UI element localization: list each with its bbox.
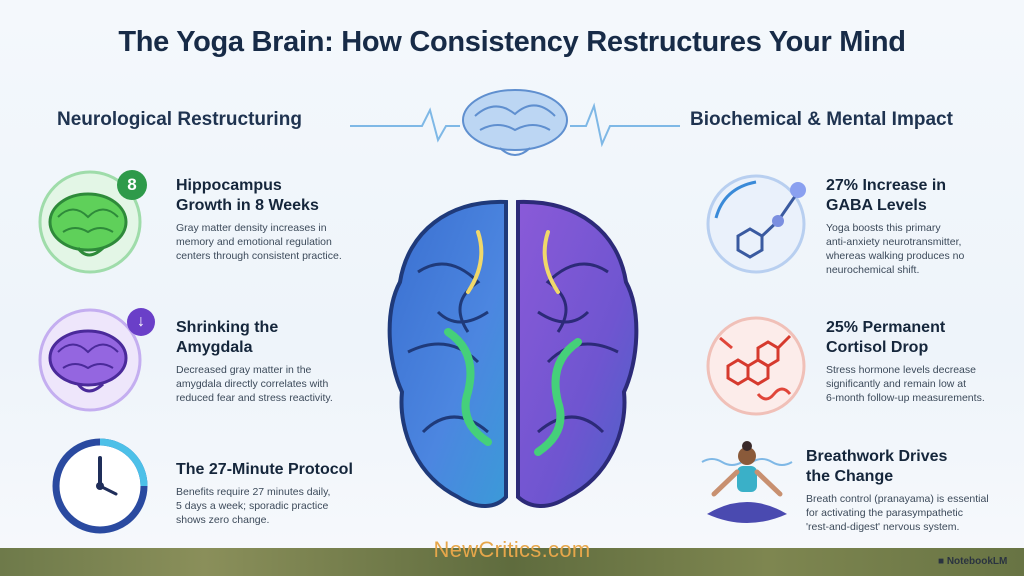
protocol-card: The 27-Minute Protocol Benefits require … [176,460,353,527]
card-title: GABA Levels [826,197,927,214]
brand-logo-icon: ■ [938,556,947,567]
card-description: 'rest-and-digest' nervous system. [806,521,960,533]
card-description: anti-anxiety neurotransmitter, [826,236,962,248]
heartbeat-brain-graphic [350,89,680,156]
card-title: 25% Permanent [826,319,946,336]
card-description: significantly and remain low at [826,378,967,390]
meditation-figure-icon [701,441,793,523]
hippocampus-card: Hippocampus Growth in 8 Weeks Gray matte… [176,176,342,263]
card-description: 5 days a week; sporadic practice [176,500,329,512]
page-title: The Yoga Brain: How Consistency Restruct… [118,26,906,58]
card-title: Shrinking the [176,319,279,336]
card-title: Growth in 8 Weeks [176,197,319,214]
card-title: Breathwork Drives [806,448,948,465]
center-brain-icon [387,199,639,508]
gaba-card: 27% Increase in GABA Levels Yoga boosts … [826,176,964,277]
card-title: the Change [806,468,894,485]
card-description: reduced fear and stress reactivity. [176,392,333,404]
card-title: Amygdala [176,339,253,356]
watermark: NewCritics.com [433,537,591,562]
brand-label: NotebookLM [946,556,1008,567]
left-column-heading: Neurological Restructuring [57,109,302,130]
cortisol-card: 25% Permanent Cortisol Drop Stress hormo… [826,318,985,405]
card-title: Hippocampus [176,177,282,194]
right-column-heading: Biochemical & Mental Impact [690,109,953,130]
card-description: memory and emotional regulation [176,236,332,248]
card-description: whereas walking produces no [826,250,965,262]
hippocampus-brain-icon [38,170,142,274]
breathwork-card: Breathwork Drives the Change Breath cont… [806,447,989,534]
card-description: Gray matter density increases in [176,222,327,234]
card-description: Stress hormone levels decrease [826,364,976,376]
card-description: Benefits require 27 minutes daily, [176,486,331,498]
cortisol-molecule-icon [706,316,806,416]
amygdala-brain-icon [38,308,142,412]
card-description: 6-month follow-up measurements. [826,392,985,404]
notebooklm-brand: ■ NotebookLM [938,556,1007,567]
amygdala-card: Shrinking the Amygdala Decreased gray ma… [176,318,333,405]
card-description: for activating the parasympathetic [806,507,963,519]
card-description: Breath control (pranayama) is essential [806,493,989,505]
gaba-molecule-icon [706,174,806,274]
card-description: neurochemical shift. [826,264,920,276]
grass-strip [0,548,1024,576]
card-title: The 27-Minute Protocol [176,461,353,478]
card-description: Yoga boosts this primary [826,222,941,234]
week-count-badge: 8 [117,170,147,200]
card-description: Decreased gray matter in the [176,364,312,376]
card-description: shows zero change. [176,514,270,526]
stopwatch-icon [52,438,148,534]
card-title: 27% Increase in [826,177,947,194]
card-description: centers through consistent practice. [176,250,342,262]
arrow-down-icon: ↓ [127,308,155,336]
card-description: amygdala directly correlates with [176,378,329,390]
card-title: Cortisol Drop [826,339,929,356]
